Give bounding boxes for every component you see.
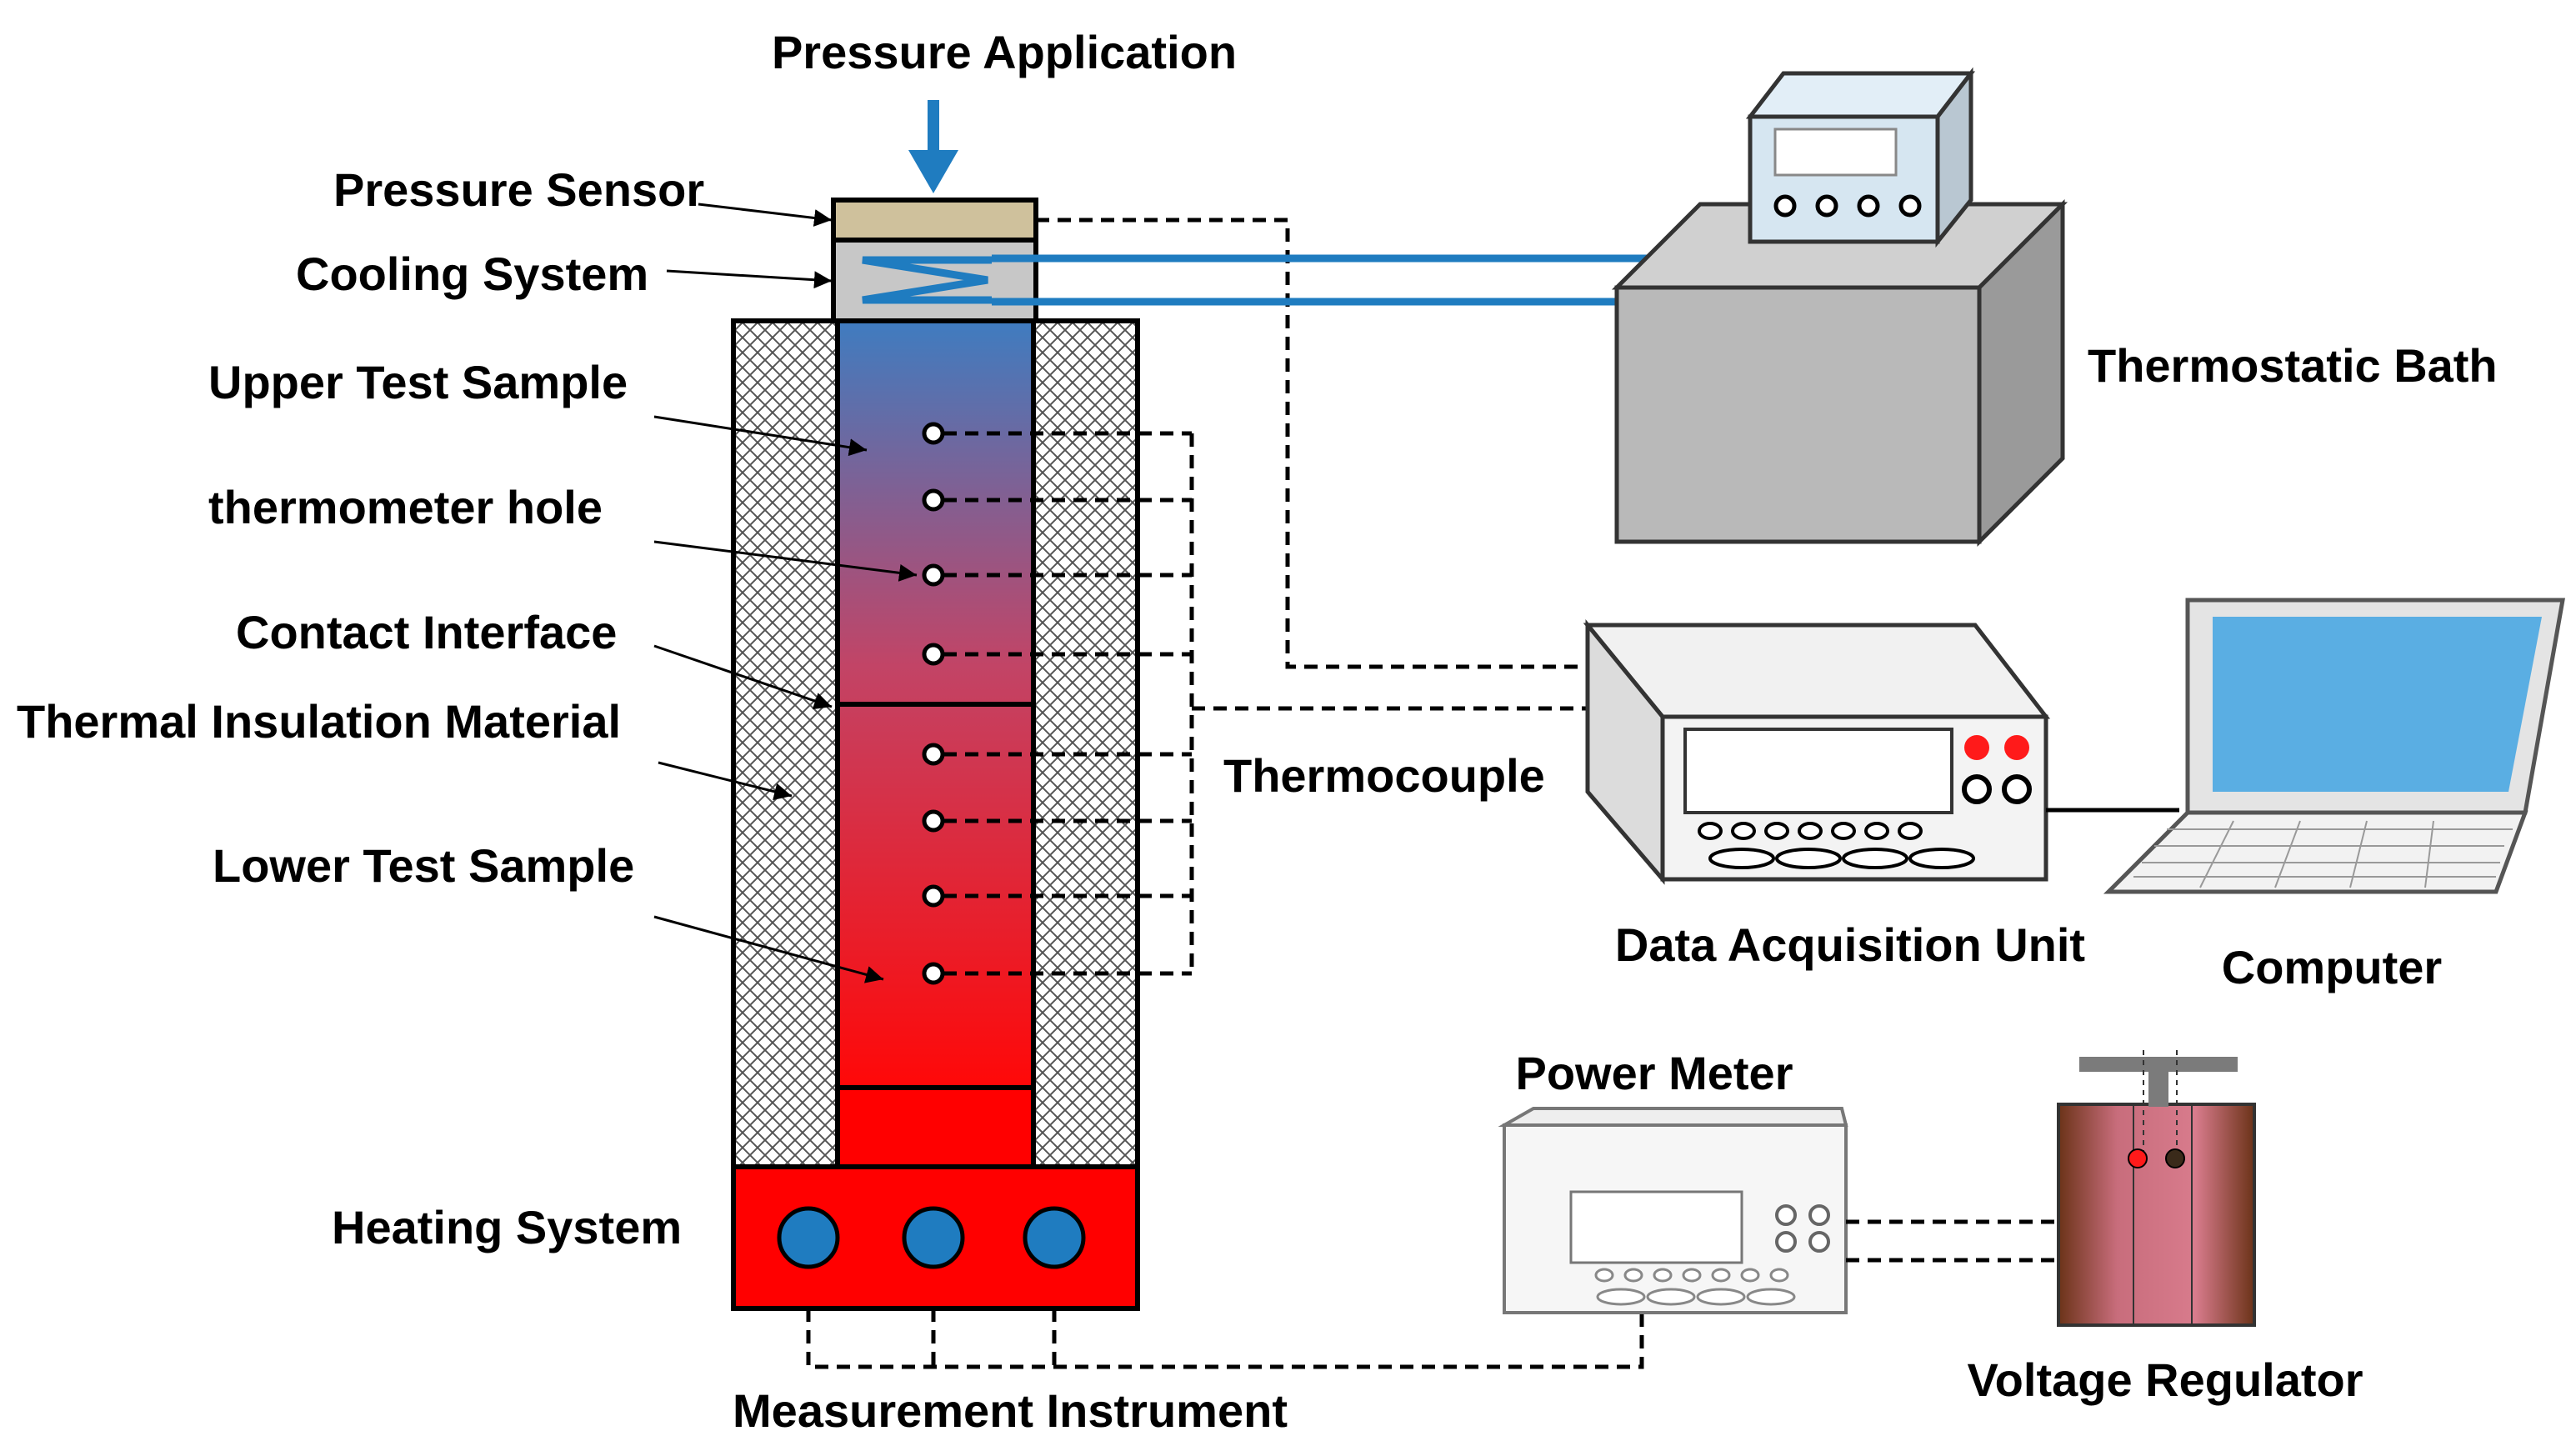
pressure-sensor-block (831, 198, 1038, 243)
label-lower-test-sample: Lower Test Sample (213, 839, 634, 892)
terminal-icon (1775, 1231, 1797, 1253)
bath-controller (1745, 67, 1976, 248)
cooling-system-block (831, 238, 1038, 323)
daq-display (1683, 728, 1953, 814)
thermometer-hole (922, 884, 945, 908)
terminal-icon (1808, 1231, 1830, 1253)
pressure-arrow (908, 100, 958, 193)
thermometer-hole (922, 488, 945, 512)
label-thermostatic-bath: Thermostatic Bath (2088, 339, 2498, 392)
heater-block (835, 1085, 1036, 1169)
label-pressure-application: Pressure Application (772, 26, 1237, 78)
heating-system-block (731, 1164, 1140, 1311)
thermometer-hole (922, 643, 945, 666)
label-upper-test-sample: Upper Test Sample (208, 356, 628, 408)
terminal-icon (2002, 774, 2032, 804)
insulation-right (1031, 318, 1140, 1169)
label-contact-interface: Contact Interface (236, 606, 617, 658)
regulator-knob-shaft (2148, 1072, 2168, 1107)
laptop-screen (2213, 617, 2542, 792)
indicator-light-icon (1964, 735, 1989, 760)
test-sample-column (835, 318, 1036, 1169)
computer (2103, 598, 2565, 894)
cooling-coil (862, 256, 992, 304)
pressure-signal-wire (1036, 218, 1600, 669)
terminal-icon (2128, 1148, 2148, 1168)
indicator-light-icon (2004, 735, 2029, 760)
thermometer-hole (922, 962, 945, 985)
laptop-keyboard (2103, 810, 2528, 894)
terminal-icon (1962, 774, 1992, 804)
measurement-instrument-wires (806, 1283, 1644, 1369)
label-power-meter: Power Meter (1516, 1047, 1793, 1099)
thermometer-hole (922, 563, 945, 587)
heater-element (902, 1206, 965, 1269)
power-meter (1498, 1107, 1848, 1314)
label-cooling-system: Cooling System (296, 248, 648, 300)
thermometer-hole (922, 422, 945, 445)
power-meter-display (1569, 1190, 1743, 1264)
knob-icon (1857, 194, 1880, 218)
thermostatic-bath (1611, 67, 2068, 548)
data-acquisition-unit (1583, 618, 2051, 885)
heater-element (1023, 1206, 1086, 1269)
knob-icon (1815, 194, 1838, 218)
thermometer-hole (922, 809, 945, 833)
label-data-acquisition-unit: Data Acquisition Unit (1615, 918, 2085, 971)
label-thermometer-hole: thermometer hole (208, 481, 603, 533)
label-thermocouple: Thermocouple (1223, 749, 1545, 802)
label-thermal-insulation: Thermal Insulation Material (17, 695, 621, 748)
heater-element (777, 1206, 840, 1269)
regulator-knob-bar (2079, 1057, 2238, 1072)
bath-display (1773, 128, 1898, 177)
label-voltage-regulator: Voltage Regulator (1967, 1353, 2363, 1406)
thermocouple-wires (943, 431, 1600, 976)
label-measurement-instrument: Measurement Instrument (733, 1384, 1288, 1437)
knob-icon (1898, 194, 1922, 218)
label-heating-system: Heating System (332, 1201, 682, 1253)
terminal-icon (1808, 1204, 1830, 1226)
thermometer-holes (922, 422, 945, 985)
thermometer-hole (922, 743, 945, 766)
terminal-icon (1775, 1204, 1797, 1226)
voltage-regulator (2057, 1050, 2256, 1327)
insulation-left (731, 318, 840, 1169)
label-computer: Computer (2222, 941, 2442, 993)
knob-icon (1773, 194, 1797, 218)
leader-arrows (653, 203, 918, 983)
terminal-icon (2165, 1148, 2185, 1168)
label-pressure-sensor: Pressure Sensor (333, 163, 704, 216)
